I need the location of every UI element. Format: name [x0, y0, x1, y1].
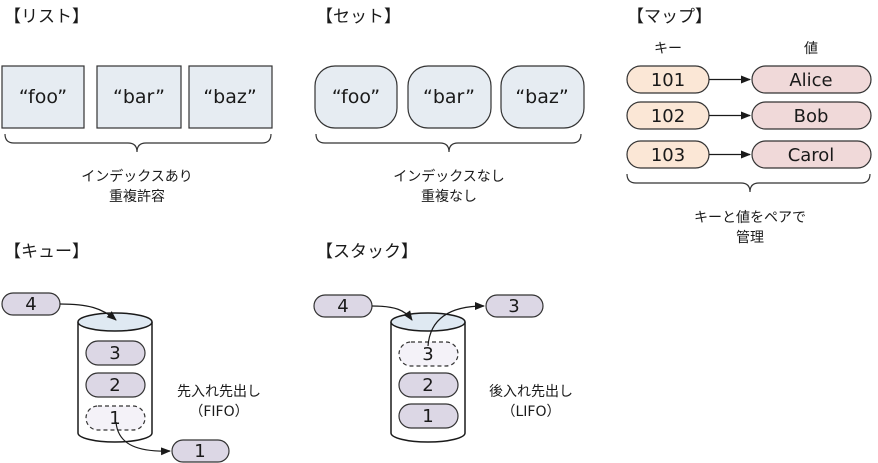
set-title: 【セット】 — [316, 7, 401, 27]
map-entry: 102 Bob — [626, 101, 872, 130]
stack-outgoing-item: 3 — [485, 294, 544, 318]
queue-incoming-item: 4 — [1, 292, 61, 316]
queue-item-label: 3 — [109, 343, 120, 364]
stack-outgoing-label: 3 — [508, 296, 519, 317]
list-brace — [4, 133, 272, 153]
map-entry: 103 Carol — [626, 140, 872, 169]
map-value: Carol — [788, 145, 835, 166]
list-item: “foo” — [1, 65, 85, 129]
set-item-label: “foo” — [332, 86, 380, 108]
stack-item: 2 — [398, 372, 459, 398]
stack-title: 【スタック】 — [316, 242, 418, 262]
map-value-header: 値 — [804, 41, 818, 57]
stack-incoming-item: 4 — [313, 294, 373, 318]
queue-item-label: 1 — [109, 408, 120, 429]
map-caption-line1: キーと値をペアで — [694, 210, 806, 226]
map-entry: 101 Alice — [626, 65, 872, 94]
set-caption-line1: インデックスなし — [393, 168, 505, 185]
set-caption-line2: 重複なし — [421, 188, 477, 205]
map-caption-line2: 管理 — [736, 230, 764, 246]
queue-out-arrow — [115, 421, 171, 456]
set-item: “baz” — [500, 65, 585, 129]
stack-item-label: 2 — [422, 375, 433, 396]
list-item-label: “baz” — [203, 86, 256, 108]
set-item-label: “bar” — [423, 86, 475, 108]
queue-item: 3 — [85, 340, 146, 366]
list-caption-line2: 重複許容 — [109, 188, 165, 205]
set-item: “foo” — [314, 65, 398, 129]
stack-item: 1 — [398, 403, 459, 429]
list-title: 【リスト】 — [4, 7, 89, 27]
queue-incoming-label: 4 — [25, 294, 36, 315]
list-item-label: “bar” — [113, 86, 165, 108]
map-value: Bob — [794, 106, 829, 127]
queue-caption-line2: （FIFO） — [189, 404, 248, 420]
set-item: “bar” — [407, 65, 492, 129]
list-item-label: “foo” — [19, 86, 67, 108]
stack-item-label: 1 — [422, 406, 433, 427]
queue-caption-line1: 先入れ先出し — [177, 384, 261, 400]
stack-caption-line2: （LIFO） — [501, 404, 560, 420]
queue-item: 2 — [85, 372, 146, 398]
list-item: “baz” — [188, 65, 273, 129]
queue-item-dequeued: 1 — [85, 405, 146, 431]
set-item-label: “baz” — [515, 86, 568, 108]
queue-outgoing-label: 1 — [194, 441, 205, 462]
set-brace — [315, 133, 582, 153]
queue-outgoing-item: 1 — [171, 439, 230, 463]
stack-out-arrow — [427, 302, 485, 347]
map-key: 101 — [651, 70, 685, 91]
map-key: 103 — [651, 145, 685, 166]
map-key: 102 — [651, 106, 685, 127]
list-caption-line1: インデックスあり — [81, 168, 193, 185]
list-item: “bar” — [96, 65, 182, 129]
stack-item-label: 3 — [422, 344, 433, 365]
stack-caption-line1: 後入れ先出し — [489, 384, 573, 400]
map-value: Alice — [789, 70, 832, 91]
map-title: 【マップ】 — [627, 7, 712, 27]
queue-item-label: 2 — [109, 375, 120, 396]
stack-incoming-label: 4 — [337, 296, 348, 317]
queue-title: 【キュー】 — [4, 242, 89, 262]
map-brace — [626, 173, 871, 193]
queue-in-arrow — [59, 303, 117, 321]
stack-in-arrow — [371, 305, 413, 321]
map-key-header: キー — [654, 41, 682, 57]
